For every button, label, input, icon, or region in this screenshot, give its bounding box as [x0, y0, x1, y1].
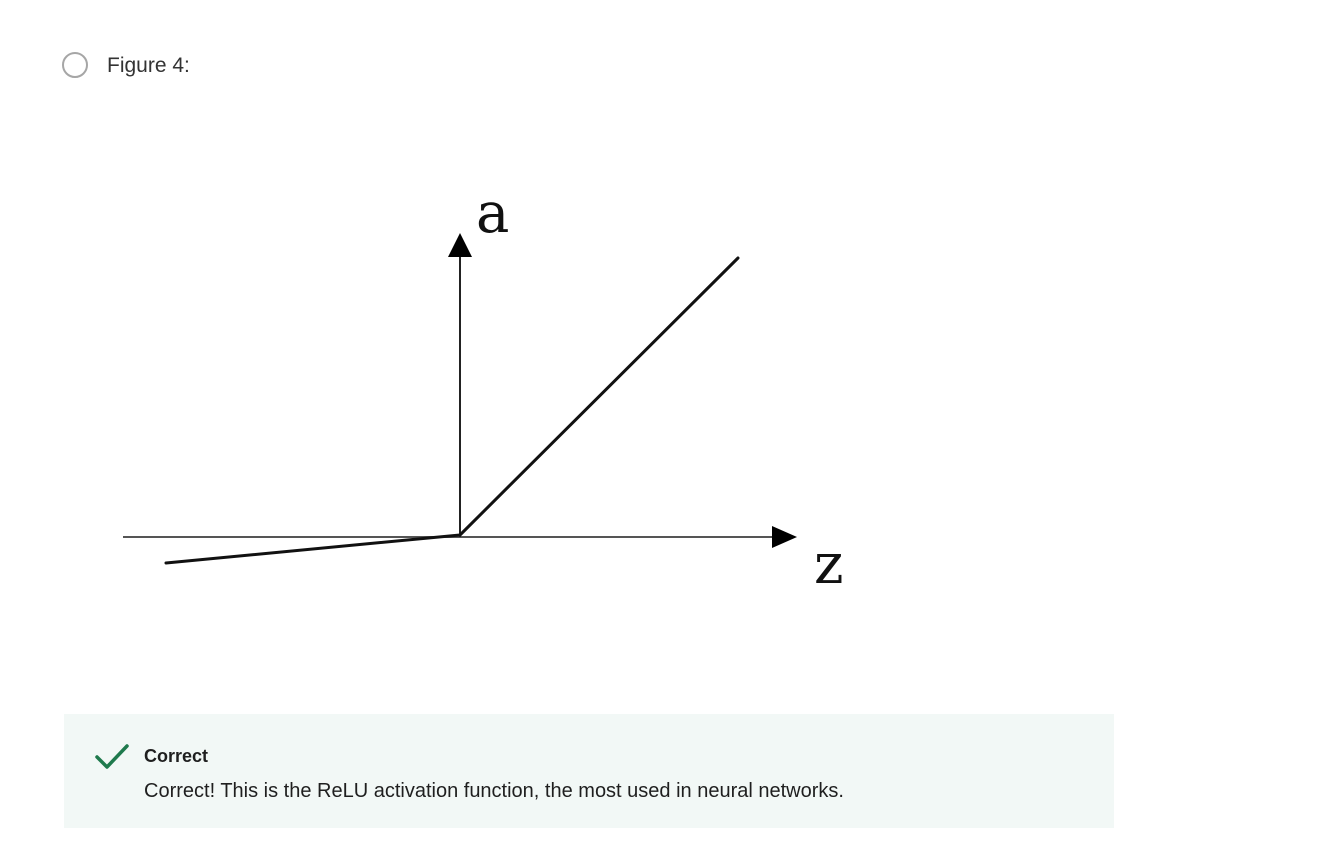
- radio-button[interactable]: [62, 52, 88, 78]
- function-curve: [164, 256, 740, 565]
- relu-graph: a z: [123, 181, 844, 597]
- feedback-message: Correct! This is the ReLU activation fun…: [144, 780, 844, 802]
- feedback-panel: Correct Correct! This is the ReLU activa…: [64, 714, 1114, 828]
- check-icon: [95, 744, 129, 769]
- y-axis-label: a: [476, 181, 509, 246]
- option-label: Figure 4:: [107, 53, 190, 77]
- feedback-status: Correct: [144, 746, 209, 766]
- relu-figure: a z: [100, 150, 900, 620]
- x-axis-label: z: [814, 532, 844, 597]
- y-axis-arrowhead: [448, 233, 472, 257]
- x-axis-arrowhead: [772, 526, 797, 548]
- answer-option-figure-4[interactable]: Figure 4:: [62, 48, 190, 82]
